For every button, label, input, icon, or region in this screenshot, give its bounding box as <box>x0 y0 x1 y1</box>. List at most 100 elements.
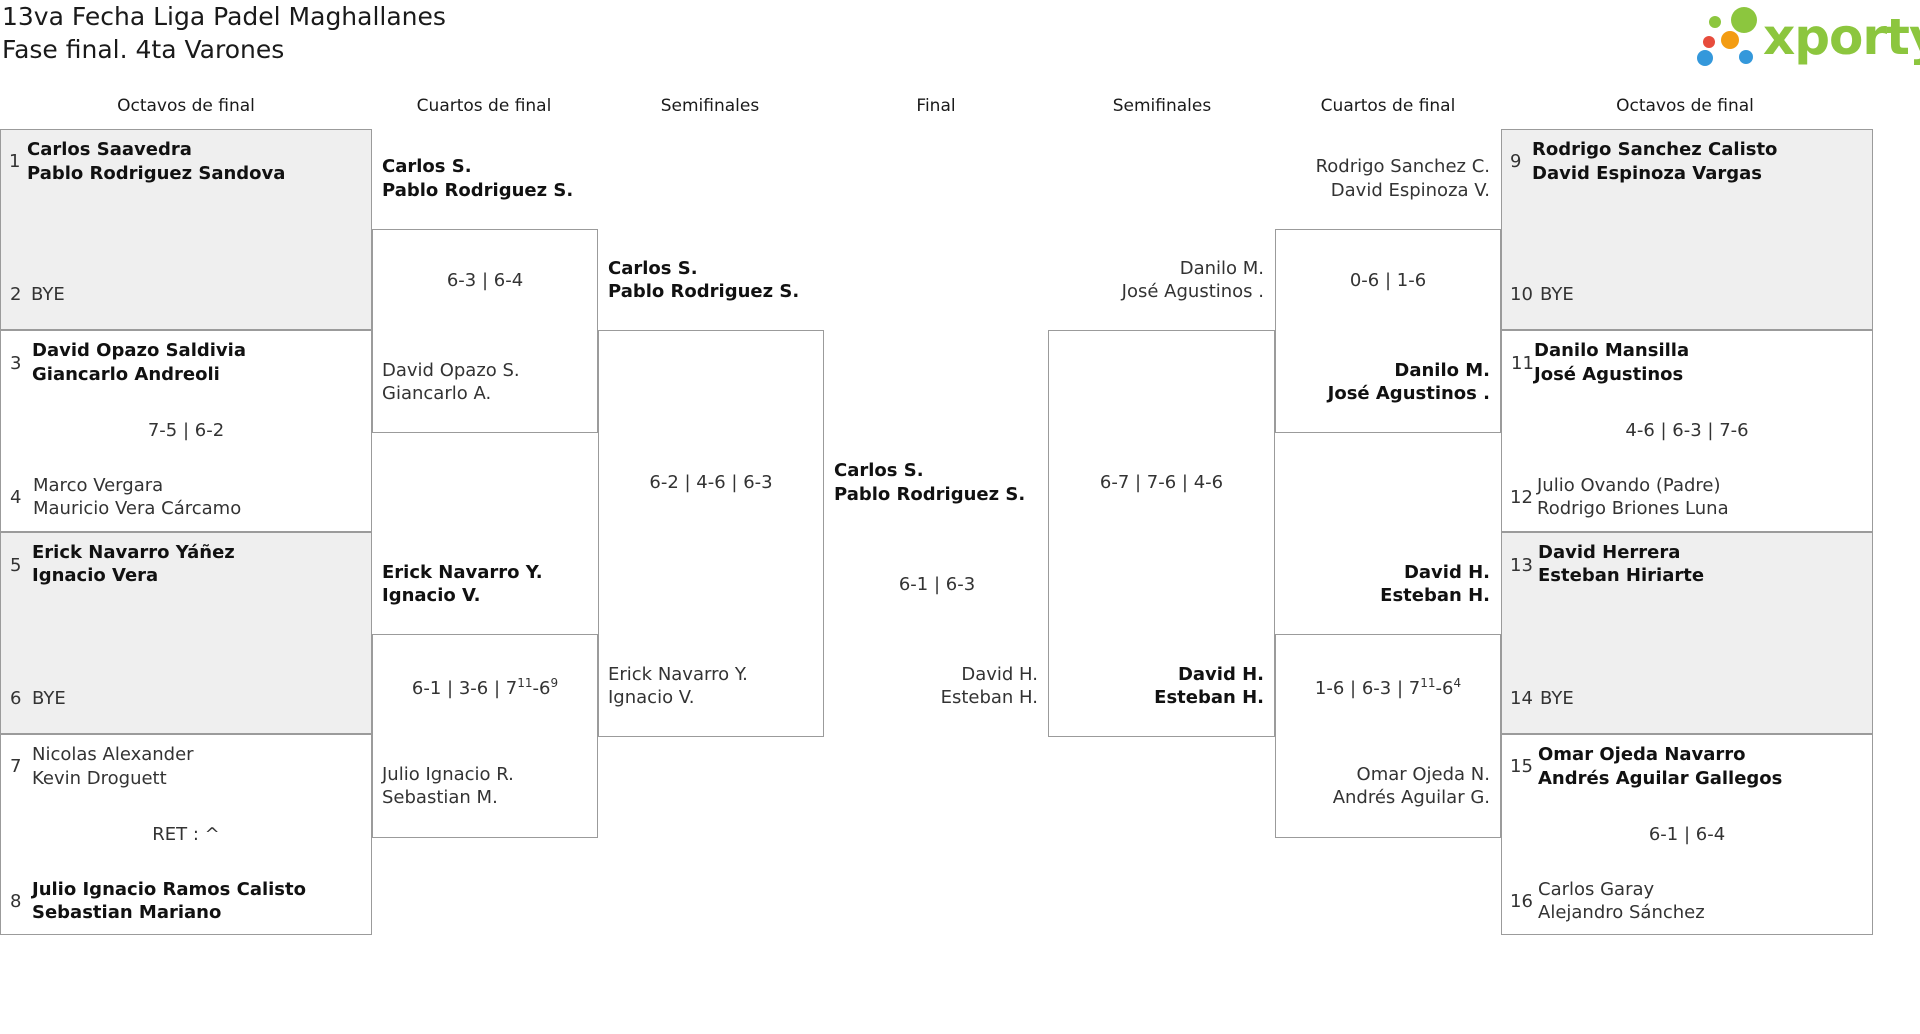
player-name: Rodrigo Briones Luna <box>1537 498 1729 519</box>
player-name: José Agustinos . <box>1327 383 1490 404</box>
final-score: 6-1 | 6-3 <box>898 574 976 595</box>
player-name: Alejandro Sánchez <box>1538 902 1705 923</box>
r16-left-match-3 <box>0 532 372 734</box>
qf-left-match-2 <box>372 634 598 838</box>
player-name: Kevin Droguett <box>32 768 167 789</box>
r16-left-match-2 <box>0 330 372 532</box>
seed-number: 1 <box>9 151 21 172</box>
header-r16-right: Octavos de final <box>1616 96 1754 116</box>
sf-left-match <box>598 330 824 737</box>
player-name: Carlos S. <box>608 258 698 279</box>
bye-label: BYE <box>32 688 66 709</box>
seed-number: 13 <box>1510 555 1533 576</box>
player-name: Omar Ojeda Navarro <box>1538 744 1746 765</box>
xporty-logo: xporty <box>1695 4 1920 74</box>
seed-number: 4 <box>10 487 22 508</box>
player-name: Sebastian Mariano <box>32 902 222 923</box>
qf-right-match-1 <box>1275 229 1501 433</box>
qf-left-match-1 <box>372 229 598 433</box>
header-sf-left: Semifinales <box>660 96 760 116</box>
player-name: Pablo Rodriguez S. <box>382 180 574 201</box>
logo-dot-blue-icon <box>1697 50 1713 66</box>
player-name: José Agustinos . <box>1121 281 1264 302</box>
player-name: Ignacio Vera <box>32 565 159 586</box>
player-name: Nicolas Alexander <box>32 744 194 765</box>
player-name: Andrés Aguilar Gallegos <box>1538 768 1783 789</box>
player-name: Julio Ignacio Ramos Calisto <box>32 879 306 900</box>
seed-number: 7 <box>10 756 22 777</box>
player-name: José Agustinos <box>1534 364 1684 385</box>
player-name: Mauricio Vera Cárcamo <box>33 498 242 519</box>
player-name: Julio Ovando (Padre) <box>1537 475 1721 496</box>
match-score: 6-3 | 6-4 <box>446 270 524 291</box>
logo-dot-orange-icon <box>1721 31 1739 49</box>
header-qf-right: Cuartos de final <box>1320 96 1456 116</box>
seed-number: 11 <box>1511 353 1534 374</box>
logo-dot-green-small-icon <box>1709 16 1721 28</box>
match-score: RET : ^ <box>152 824 220 845</box>
bye-label: BYE <box>31 284 65 305</box>
player-name: Ignacio V. <box>382 585 481 606</box>
match-score: 1-6 | 6-3 | 711-64 <box>1314 676 1462 699</box>
player-name: Erick Navarro Y. <box>608 664 748 685</box>
r16-right-match-1 <box>1501 129 1873 330</box>
r16-left-match-1 <box>0 129 372 330</box>
player-name: Giancarlo A. <box>382 383 492 404</box>
player-name: Rodrigo Sanchez Calisto <box>1532 139 1778 160</box>
player-name: Danilo M. <box>1179 258 1264 279</box>
player-name: David H. <box>1177 664 1264 685</box>
player-name: David Herrera <box>1538 542 1681 563</box>
player-name: Danilo M. <box>1394 360 1490 381</box>
seed-number: 15 <box>1510 756 1533 777</box>
match-score: 6-1 | 6-4 <box>1648 824 1726 845</box>
r16-right-match-2 <box>1501 330 1873 532</box>
player-name: David Espinoza V. <box>1330 180 1490 201</box>
page-title: 13va Fecha Liga Padel Maghallanes <box>2 2 446 31</box>
header-final: Final <box>916 96 956 116</box>
player-name: Carlos S. <box>834 460 924 481</box>
player-name: David Opazo S. <box>382 360 520 381</box>
seed-number: 12 <box>1510 487 1533 508</box>
player-name: Carlos Garay <box>1538 879 1655 900</box>
player-name: David Opazo Saldivia <box>32 340 246 361</box>
seed-number: 2 <box>10 284 22 305</box>
seed-number: 3 <box>10 353 22 374</box>
player-name: Carlos S. <box>382 156 472 177</box>
player-name: David H. <box>1403 562 1490 583</box>
header-qf-left: Cuartos de final <box>416 96 552 116</box>
player-name: Andrés Aguilar G. <box>1332 787 1490 808</box>
seed-number: 14 <box>1510 688 1533 709</box>
player-name: Marco Vergara <box>33 475 164 496</box>
player-name: Pablo Rodriguez S. <box>608 281 800 302</box>
header-sf-right: Semifinales <box>1112 96 1212 116</box>
player-name: David Espinoza Vargas <box>1532 163 1762 184</box>
logo-dot-green-icon <box>1731 7 1757 33</box>
player-name: Esteban Hiriarte <box>1538 565 1705 586</box>
player-name: Sebastian M. <box>382 787 498 808</box>
bye-label: BYE <box>1540 284 1574 305</box>
match-score: 6-7 | 7-6 | 4-6 <box>1099 472 1224 493</box>
player-name: Erick Navarro Yáñez <box>32 542 235 563</box>
seed-number: 8 <box>10 891 22 912</box>
bye-label: BYE <box>1540 688 1574 709</box>
page-subtitle: Fase final. 4ta Varones <box>2 35 285 64</box>
player-name: Carlos Saavedra <box>27 139 192 160</box>
logo-text: xporty <box>1763 8 1920 66</box>
player-name: Ignacio V. <box>608 687 695 708</box>
seed-number: 10 <box>1510 284 1533 305</box>
player-name: Julio Ignacio R. <box>382 764 514 785</box>
player-name: Pablo Rodriguez S. <box>834 484 1026 505</box>
match-score: 6-1 | 3-6 | 711-69 <box>411 676 559 699</box>
logo-dot-red-icon <box>1703 36 1715 48</box>
player-name: Erick Navarro Y. <box>382 562 543 583</box>
seed-number: 9 <box>1510 151 1522 172</box>
match-score: 0-6 | 1-6 <box>1349 270 1427 291</box>
r16-right-match-4 <box>1501 734 1873 935</box>
qf-right-match-2 <box>1275 634 1501 838</box>
player-name: David H. <box>961 664 1038 685</box>
header-r16-left: Octavos de final <box>117 96 255 116</box>
player-name: Pablo Rodriguez Sandova <box>27 163 286 184</box>
player-name: Omar Ojeda N. <box>1356 764 1490 785</box>
player-name: Giancarlo Andreoli <box>32 364 220 385</box>
player-name: Danilo Mansilla <box>1534 340 1690 361</box>
